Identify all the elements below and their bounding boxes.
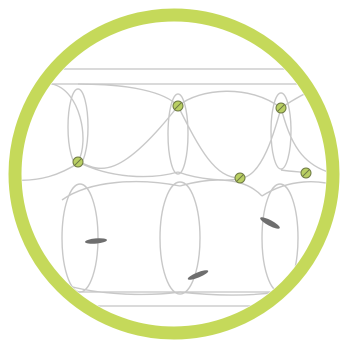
inner-background xyxy=(22,22,326,326)
wire-clip-icon xyxy=(276,103,286,113)
wire-clip-icon xyxy=(73,157,83,167)
wire-clip-icon xyxy=(301,168,311,178)
wire-clip-icon xyxy=(235,173,245,183)
wire-clip-icon xyxy=(173,101,183,111)
